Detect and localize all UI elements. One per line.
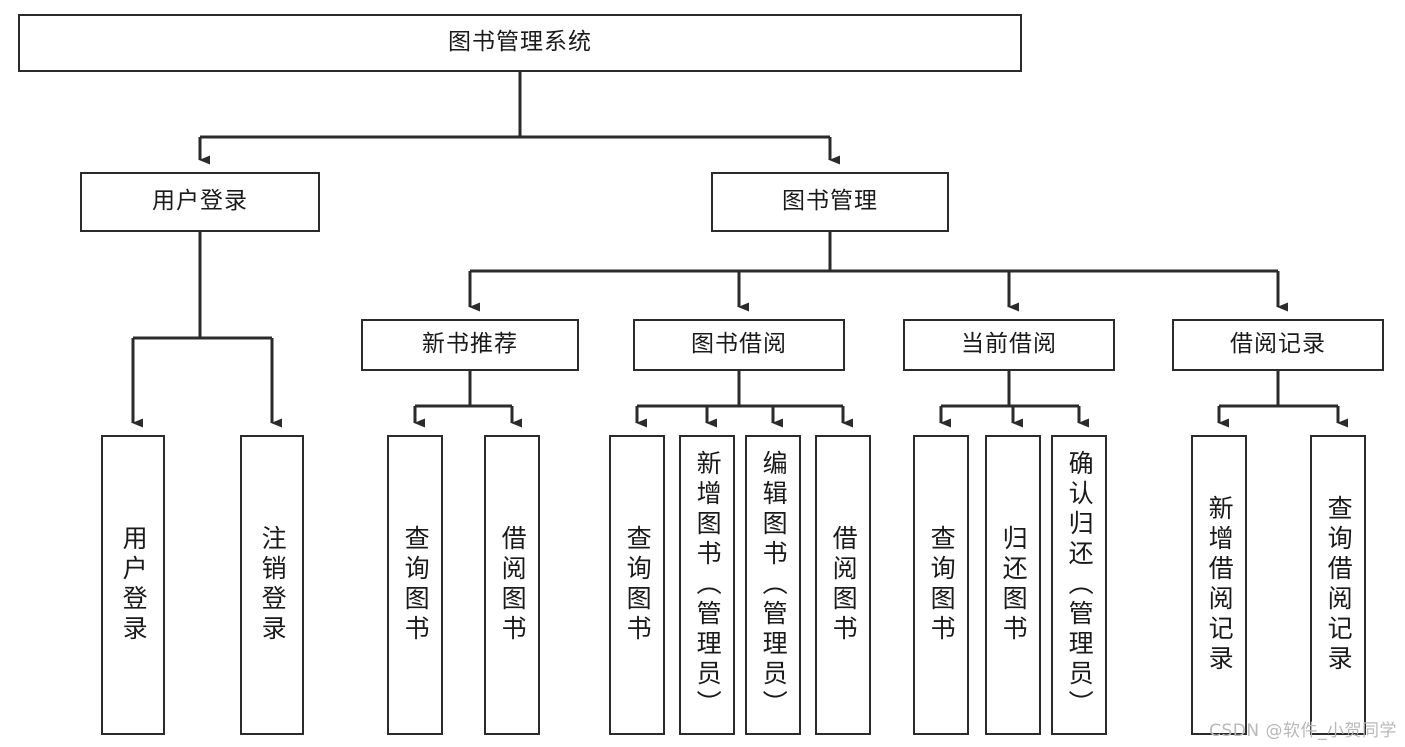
- node-book-borrow-label: 图书借阅: [691, 331, 787, 358]
- leaf-borrow-book-recommend[interactable]: 借阅图书: [484, 435, 540, 735]
- leaf-confirm-return-admin[interactable]: 确认归还（管理员）: [1051, 435, 1107, 735]
- node-current-borrow-label: 当前借阅: [961, 331, 1057, 358]
- node-borrow-record-label: 借阅记录: [1230, 331, 1326, 358]
- node-root-label: 图书管理系统: [448, 29, 592, 56]
- leaf-lend-book[interactable]: 借阅图书: [815, 435, 871, 735]
- leaf-return-book[interactable]: 归还图书: [985, 435, 1041, 735]
- leaf-lend-book-label: 借阅图书: [829, 525, 859, 645]
- leaf-logout-label: 注销登录: [258, 525, 288, 645]
- leaf-borrow-book-recommend-label: 借阅图书: [498, 525, 528, 645]
- node-borrow-record[interactable]: 借阅记录: [1172, 319, 1384, 371]
- node-new-book-recommend-label: 新书推荐: [422, 331, 518, 358]
- leaf-add-borrow-record[interactable]: 新增借阅记录: [1191, 435, 1247, 735]
- leaf-query-book-current-label: 查询图书: [927, 525, 957, 645]
- leaf-edit-book-admin[interactable]: 编辑图书（管理员）: [745, 435, 801, 735]
- node-root[interactable]: 图书管理系统: [18, 14, 1022, 72]
- leaf-edit-book-admin-label: 编辑图书（管理员）: [759, 450, 789, 720]
- leaf-add-borrow-record-label: 新增借阅记录: [1205, 495, 1235, 675]
- node-book-borrow[interactable]: 图书借阅: [633, 319, 845, 371]
- leaf-user-login[interactable]: 用户登录: [101, 435, 165, 735]
- leaf-confirm-return-admin-label: 确认归还（管理员）: [1065, 450, 1095, 720]
- leaf-user-login-label: 用户登录: [119, 525, 149, 645]
- leaf-query-book-borrow[interactable]: 查询图书: [609, 435, 665, 735]
- node-new-book-recommend[interactable]: 新书推荐: [361, 319, 579, 371]
- leaf-logout[interactable]: 注销登录: [240, 435, 304, 735]
- leaf-add-book-admin[interactable]: 新增图书（管理员）: [679, 435, 735, 735]
- leaf-query-book-current[interactable]: 查询图书: [913, 435, 969, 735]
- node-user-login[interactable]: 用户登录: [80, 172, 320, 232]
- node-book-management[interactable]: 图书管理: [711, 172, 949, 232]
- node-current-borrow[interactable]: 当前借阅: [903, 319, 1115, 371]
- node-user-login-label: 用户登录: [152, 188, 248, 215]
- leaf-query-book-recommend-label: 查询图书: [401, 525, 431, 645]
- leaf-query-book-borrow-label: 查询图书: [623, 525, 653, 645]
- leaf-query-borrow-record[interactable]: 查询借阅记录: [1310, 435, 1366, 735]
- leaf-return-book-label: 归还图书: [999, 525, 1029, 645]
- leaf-add-book-admin-label: 新增图书（管理员）: [693, 450, 723, 720]
- node-book-management-label: 图书管理: [782, 188, 878, 215]
- leaf-query-book-recommend[interactable]: 查询图书: [387, 435, 443, 735]
- leaf-query-borrow-record-label: 查询借阅记录: [1324, 495, 1354, 675]
